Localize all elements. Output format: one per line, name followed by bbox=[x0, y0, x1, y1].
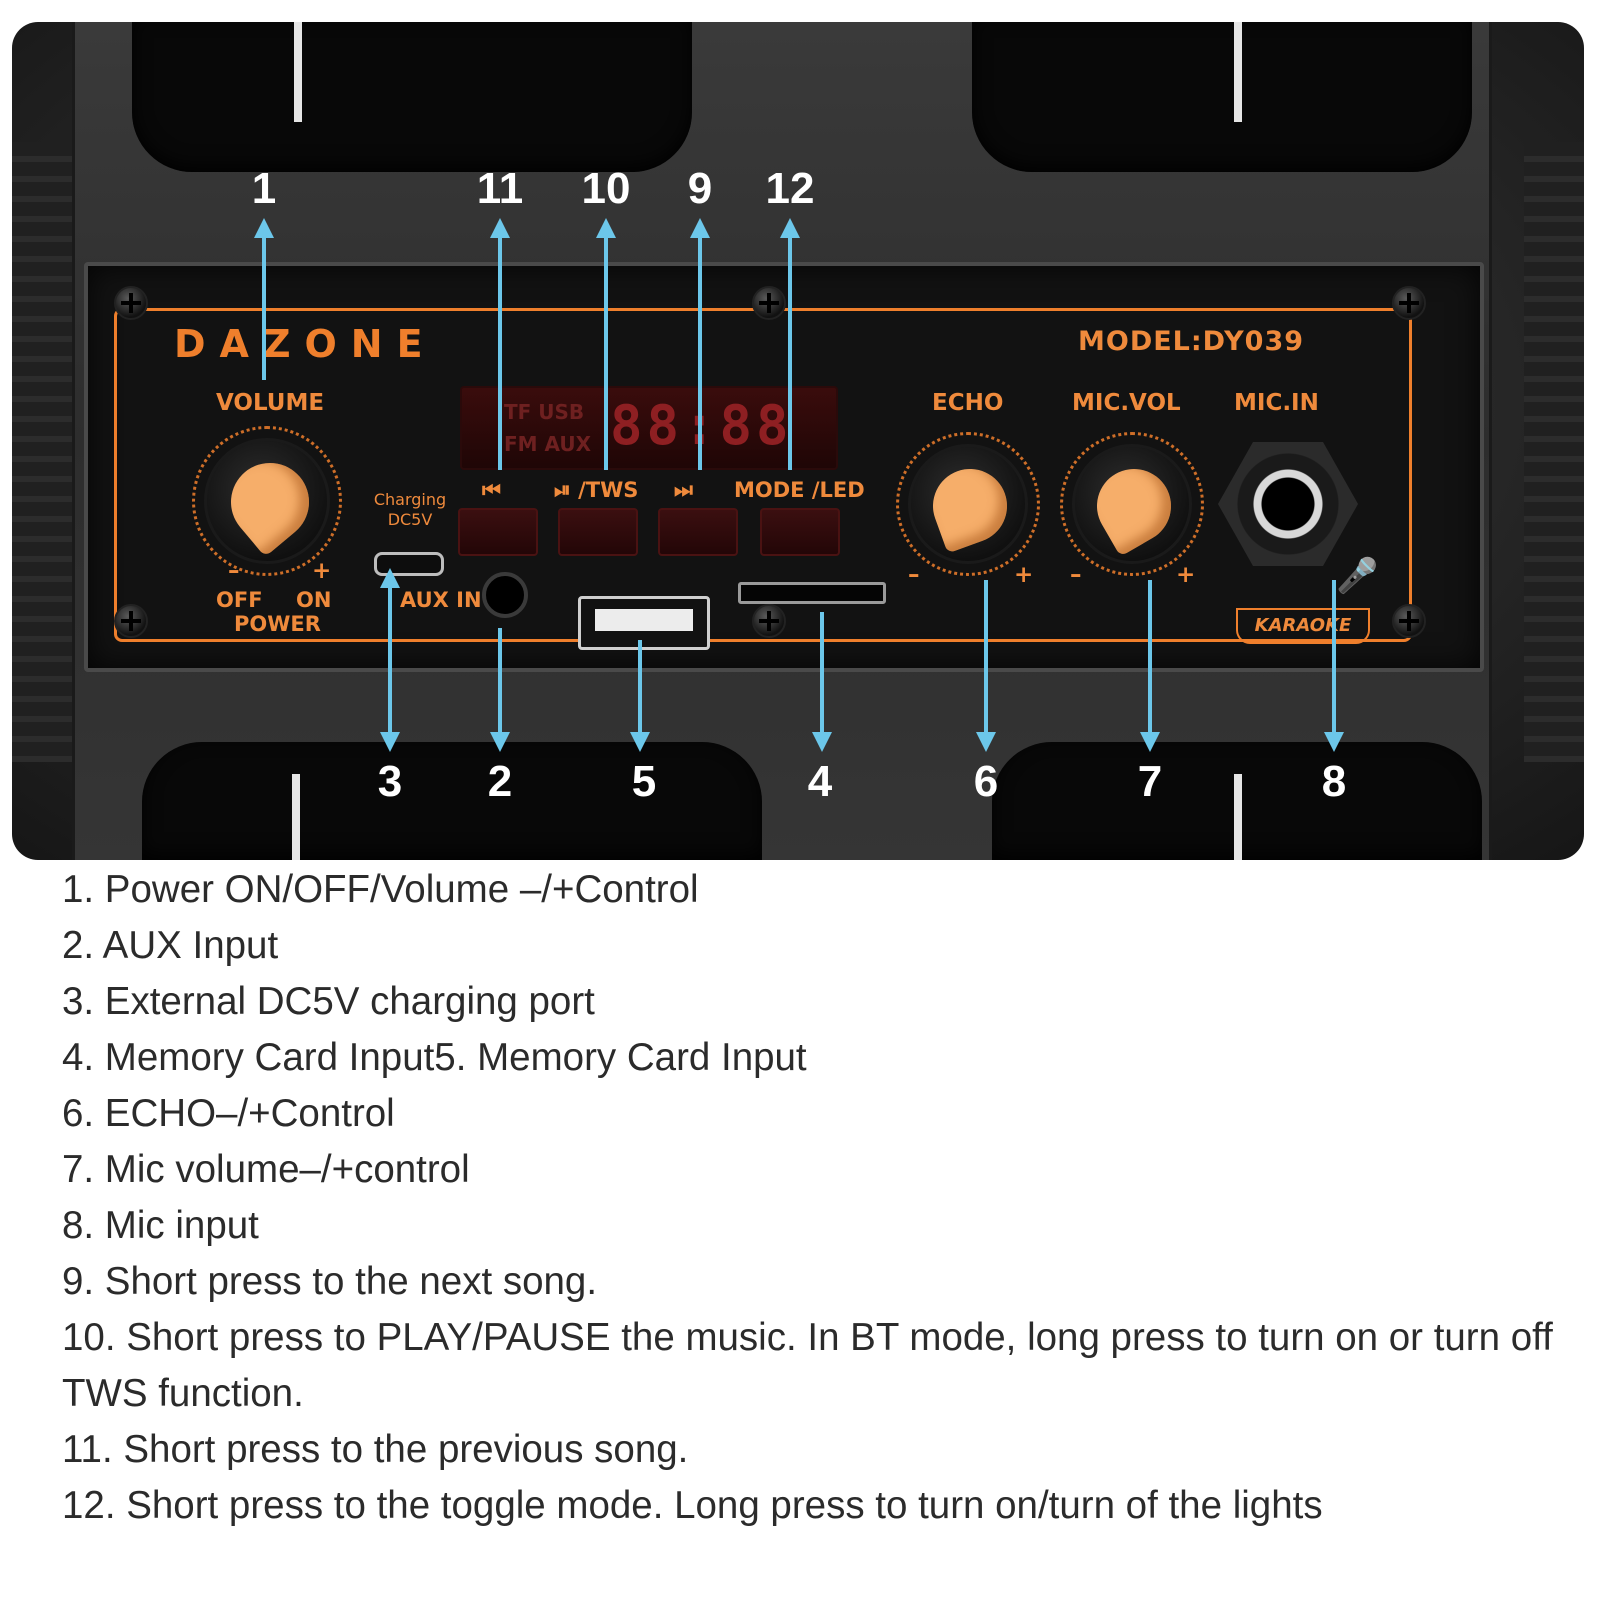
mic-vol-knob[interactable] bbox=[1072, 444, 1192, 564]
mic-vol-label: MIC.VOL bbox=[1072, 390, 1181, 416]
mic-in-jack[interactable] bbox=[1218, 442, 1358, 566]
previous-button-label: ⏮ bbox=[482, 478, 501, 502]
charging-label: Charging DC5V bbox=[360, 490, 460, 530]
callout-number-5: 5 bbox=[632, 757, 656, 806]
rib bbox=[1234, 774, 1242, 860]
aux-in-jack[interactable] bbox=[482, 572, 528, 618]
speaker-photo: DAZONE MODEL:DY039 VOLUME – + OFF ON POW… bbox=[12, 22, 1584, 860]
charging-label-line-1: Charging bbox=[373, 490, 447, 509]
mode-led-button[interactable] bbox=[760, 508, 840, 556]
echo-minus: – bbox=[908, 562, 920, 588]
mic-in-label: MIC.IN bbox=[1234, 390, 1319, 416]
screw bbox=[114, 604, 148, 638]
mic-vol-knob-ring bbox=[1060, 432, 1204, 576]
volume-knob[interactable] bbox=[204, 438, 330, 564]
legend: 1. Power ON/OFF/Volume –/+Control 2. AUX… bbox=[62, 862, 1582, 1534]
top-right-handle bbox=[972, 22, 1472, 172]
display-line-1: TF USB bbox=[504, 400, 585, 424]
top-left-handle bbox=[132, 22, 692, 172]
rib bbox=[1234, 22, 1242, 122]
volume-knob-ring bbox=[192, 426, 342, 576]
callout-number-6: 6 bbox=[974, 757, 998, 806]
power-off-label: OFF bbox=[216, 588, 263, 612]
power-minus: – bbox=[228, 558, 240, 584]
legend-item-3: 3. External DC5V charging port bbox=[62, 980, 595, 1023]
legend-item-2: 2. AUX Input bbox=[62, 924, 279, 967]
callout-number-4: 4 bbox=[808, 757, 833, 806]
echo-label: ECHO bbox=[932, 390, 1004, 416]
legend-item-8: 8. Mic input bbox=[62, 1204, 259, 1247]
callout-number-12: 12 bbox=[766, 164, 815, 213]
rib bbox=[294, 22, 302, 122]
callout-number-1: 1 bbox=[252, 164, 276, 213]
callout-number-2: 2 bbox=[488, 757, 512, 806]
left-grill bbox=[12, 142, 72, 762]
mic-vol-plus: + bbox=[1176, 562, 1196, 588]
right-grill bbox=[1524, 142, 1584, 762]
usb-port-tongue bbox=[595, 609, 693, 631]
callout-number-8: 8 bbox=[1322, 757, 1346, 806]
power-on-label: ON bbox=[296, 588, 332, 612]
karaoke-badge: KARAOKE bbox=[1236, 608, 1370, 644]
model-label: MODEL:DY039 bbox=[1078, 326, 1305, 357]
rib bbox=[292, 774, 300, 860]
echo-knob[interactable] bbox=[908, 444, 1028, 564]
mic-vol-minus: – bbox=[1070, 562, 1082, 588]
microphone-icon: 🎤 bbox=[1336, 556, 1379, 596]
volume-label: VOLUME bbox=[216, 390, 325, 416]
play-pause-tws-button-label: ⏯ /TWS bbox=[554, 478, 639, 502]
callout-number-7: 7 bbox=[1138, 757, 1162, 806]
next-button-label: ⏭ bbox=[674, 478, 693, 502]
screw bbox=[1392, 604, 1426, 638]
callout-number-3: 3 bbox=[378, 757, 402, 806]
legend-item-4-5: 4. Memory Card Input5. Memory Card Input bbox=[62, 1036, 807, 1079]
power-plus: + bbox=[312, 558, 332, 584]
callout-number-11: 11 bbox=[477, 164, 524, 213]
legend-item-7: 7. Mic volume–/+control bbox=[62, 1148, 470, 1191]
play-pause-tws-button[interactable] bbox=[558, 508, 638, 556]
usb-port[interactable] bbox=[578, 596, 710, 650]
power-label: POWER bbox=[234, 612, 321, 636]
legend-item-9: 9. Short press to the next song. bbox=[62, 1260, 598, 1303]
callout-number-9: 9 bbox=[688, 164, 712, 213]
screw bbox=[1392, 286, 1426, 320]
screw bbox=[752, 604, 786, 638]
brand-logo: DAZONE bbox=[174, 322, 437, 366]
legend-item-10: 10. Short press to PLAY/PAUSE the music.… bbox=[62, 1316, 1553, 1415]
aux-in-label: AUX IN bbox=[400, 588, 482, 612]
legend-item-11: 11. Short press to the previous song. bbox=[62, 1428, 689, 1471]
display-line-2: FM AUX bbox=[504, 432, 592, 456]
memory-card-slot[interactable] bbox=[738, 582, 886, 604]
legend-item-6: 6. ECHO–/+Control bbox=[62, 1092, 395, 1135]
screw bbox=[114, 286, 148, 320]
charging-label-line-2: DC5V bbox=[387, 510, 433, 529]
previous-button[interactable] bbox=[458, 508, 538, 556]
mode-led-button-label: MODE /LED bbox=[734, 478, 865, 502]
legend-item-1: 1. Power ON/OFF/Volume –/+Control bbox=[62, 868, 699, 911]
callout-number-10: 10 bbox=[582, 164, 631, 213]
echo-knob-ring bbox=[896, 432, 1040, 576]
echo-plus: + bbox=[1014, 562, 1034, 588]
screw bbox=[752, 286, 786, 320]
bottom-left-handle bbox=[142, 742, 762, 860]
legend-item-12: 12. Short press to the toggle mode. Long… bbox=[62, 1484, 1323, 1527]
next-button[interactable] bbox=[658, 508, 738, 556]
